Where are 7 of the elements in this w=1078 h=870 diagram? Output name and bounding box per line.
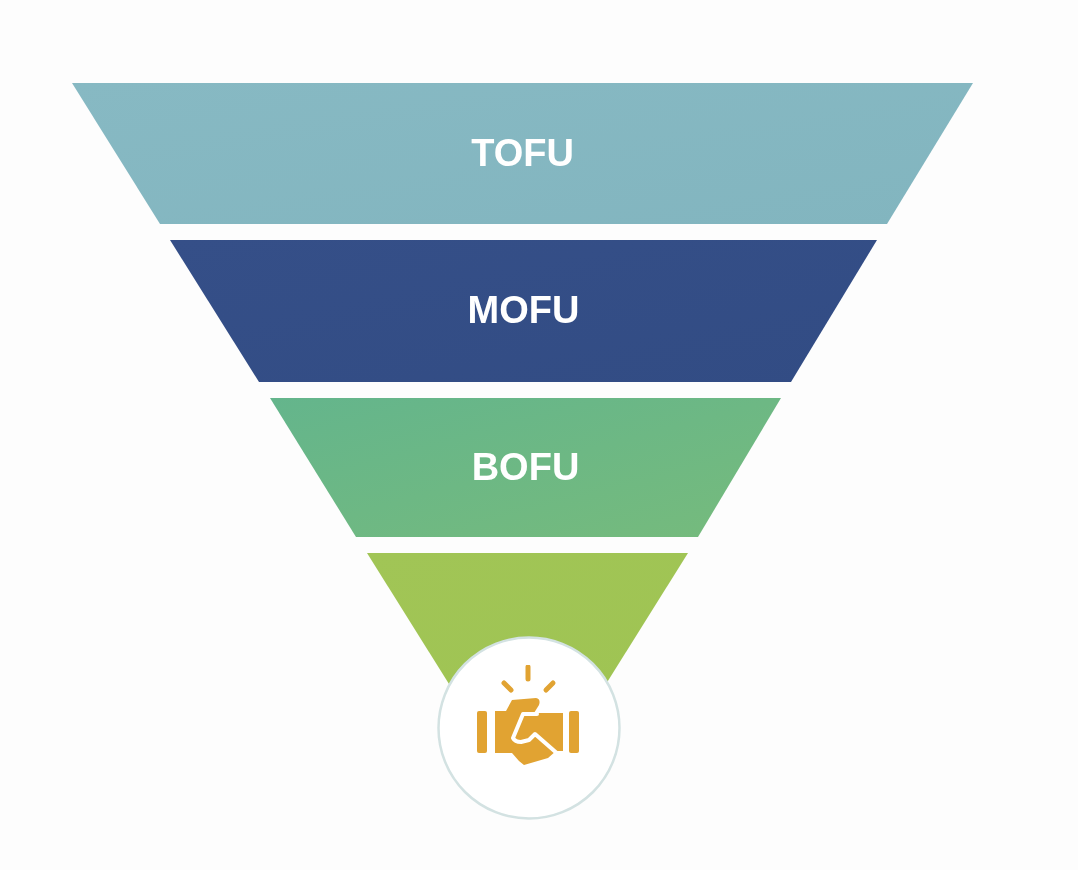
stage-label: MOFU bbox=[467, 290, 580, 332]
funnel-band bbox=[170, 240, 877, 382]
funnel-band bbox=[270, 398, 781, 537]
funnel-band bbox=[72, 83, 973, 224]
circle-badge bbox=[437, 636, 621, 820]
stage-label: TOFU bbox=[471, 132, 574, 175]
stage-label: BOFU bbox=[471, 446, 580, 489]
